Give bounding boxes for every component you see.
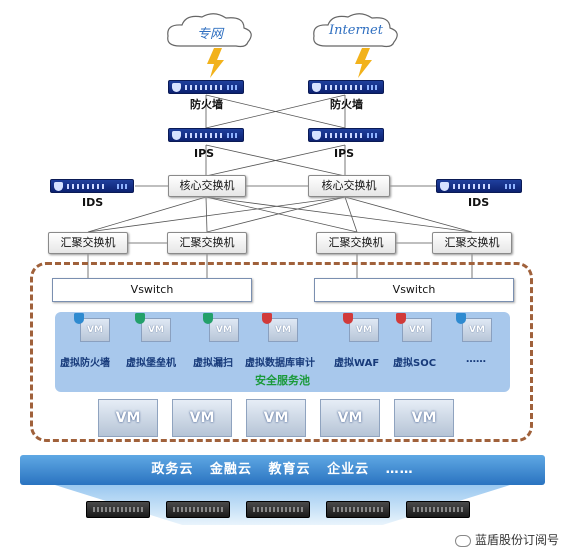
- aggregation-switch: 汇聚交换机: [167, 232, 247, 254]
- firewall-device-left: [168, 80, 244, 94]
- vm-icon: VM: [349, 318, 379, 342]
- cloud-label: 专网: [196, 27, 223, 42]
- pool-item-label: 虚拟数据库审计: [245, 358, 315, 369]
- shield-icon: [172, 131, 181, 140]
- ids-label: IDS: [82, 196, 104, 209]
- cloud-icon: [167, 13, 252, 48]
- firewall-label: 防火墙: [190, 98, 223, 111]
- vm-icon: VM: [320, 399, 380, 437]
- shield-icon: [135, 313, 145, 324]
- ids-device-right: [436, 179, 522, 193]
- shield-icon: [396, 313, 406, 324]
- shield-icon: [312, 83, 321, 92]
- vm-icon: VM: [268, 318, 298, 342]
- vm-icon: VM: [246, 399, 306, 437]
- cloud-services-bar: 政务云 金融云 教育云 企业云 ……: [20, 455, 545, 485]
- ips-label: IPS: [194, 147, 215, 160]
- pool-item-label: ……: [466, 354, 486, 365]
- pool-item-label: 虚拟堡垒机: [126, 358, 176, 369]
- cloud-private-network: 专网: [160, 10, 260, 52]
- firewall-device-right: [308, 80, 384, 94]
- pool-item-label: 虚拟防火墙: [60, 358, 110, 369]
- cloud-icon: [313, 13, 398, 48]
- vm-icon: VM: [98, 399, 158, 437]
- vm-icon: VM: [80, 318, 110, 342]
- server-icon: [246, 501, 310, 518]
- vm-icon: VM: [172, 399, 232, 437]
- server-icon: [326, 501, 390, 518]
- vswitch-right: Vswitch: [314, 278, 514, 302]
- shield-icon: [456, 313, 466, 324]
- pool-item-label: 虚拟漏扫: [193, 358, 233, 369]
- core-switch-right: 核心交换机: [308, 175, 390, 197]
- firewall-label: 防火墙: [330, 98, 363, 111]
- lightning-icon: [207, 48, 224, 78]
- ids-device-left: [50, 179, 134, 193]
- virtualization-region: [30, 262, 533, 442]
- lightning-icon: [355, 48, 372, 78]
- cloud-label: Internet: [329, 23, 383, 38]
- wechat-icon: [454, 534, 471, 547]
- cloud-internet: Internet: [306, 10, 406, 52]
- shield-icon: [343, 313, 353, 324]
- pool-item-label: 虚拟WAF: [334, 358, 380, 369]
- ips-label: IPS: [334, 147, 355, 160]
- server-icon: [406, 501, 470, 518]
- vm-icon: VM: [141, 318, 171, 342]
- security-pool-title: 安全服务池: [255, 374, 310, 387]
- watermark-text: 蓝盾股份订阅号: [474, 533, 559, 547]
- ips-device-right: [308, 128, 384, 142]
- shield-icon: [312, 131, 321, 140]
- ids-label: IDS: [468, 196, 490, 209]
- vm-icon: VM: [394, 399, 454, 437]
- pool-item-label: 虚拟SOC: [393, 358, 437, 369]
- vm-icon: VM: [402, 318, 432, 342]
- shield-icon: [262, 313, 272, 324]
- vswitch-left: Vswitch: [52, 278, 252, 302]
- vm-icon: VM: [209, 318, 239, 342]
- vm-icon: VM: [462, 318, 492, 342]
- shield-icon: [74, 313, 84, 324]
- server-icon: [86, 501, 150, 518]
- shield-icon: [172, 83, 181, 92]
- ips-device-left: [168, 128, 244, 142]
- shield-icon: [203, 313, 213, 324]
- shield-icon: [54, 182, 63, 191]
- core-switch-left: 核心交换机: [168, 175, 246, 197]
- shield-icon: [440, 182, 449, 191]
- watermark: 蓝盾股份订阅号: [454, 531, 559, 548]
- server-icon: [166, 501, 230, 518]
- aggregation-switch: 汇聚交换机: [432, 232, 512, 254]
- aggregation-switch: 汇聚交换机: [48, 232, 128, 254]
- aggregation-switch: 汇聚交换机: [316, 232, 396, 254]
